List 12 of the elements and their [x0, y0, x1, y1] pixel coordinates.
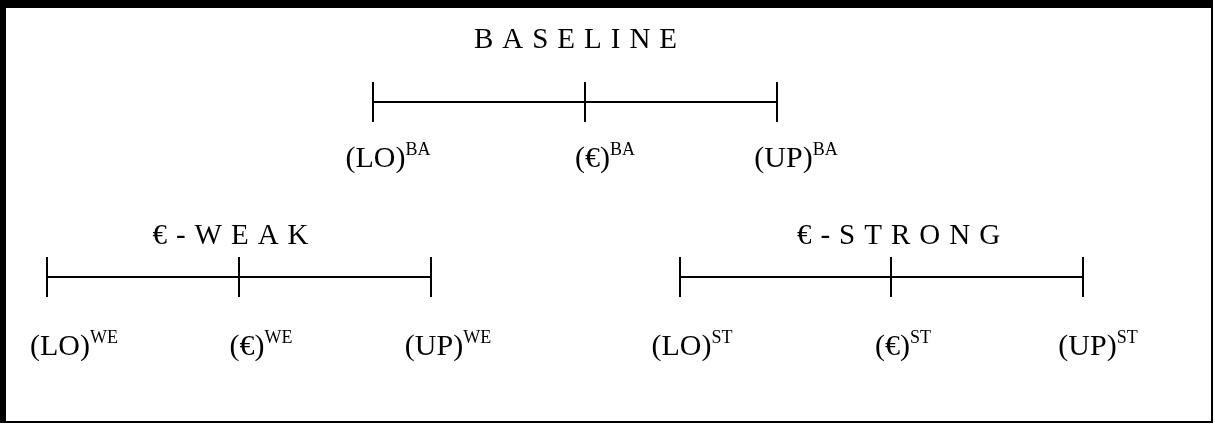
- scale-title: €-STRONG: [796, 220, 1010, 249]
- tick-label: (€)$^{WE}$: [229, 330, 293, 360]
- scale-title: €-WEAK: [152, 220, 318, 249]
- tick-label: (UP)$^{WE}$: [404, 330, 492, 360]
- tick-label: (€)$^{ST}$: [875, 330, 931, 360]
- tick-label: (€)$^{BA}$: [575, 142, 635, 172]
- tick-label: (UP)$^{ST}$: [1058, 330, 1138, 360]
- tick-label: (LO)$^{WE}$: [30, 330, 118, 360]
- tick-label: (UP)$^{BA}$: [754, 142, 838, 172]
- tick-label: (LO)$^{BA}$: [345, 142, 431, 172]
- tick-label: (LO)$^{ST}$: [651, 330, 733, 360]
- scale-title: BASELINE: [473, 24, 687, 53]
